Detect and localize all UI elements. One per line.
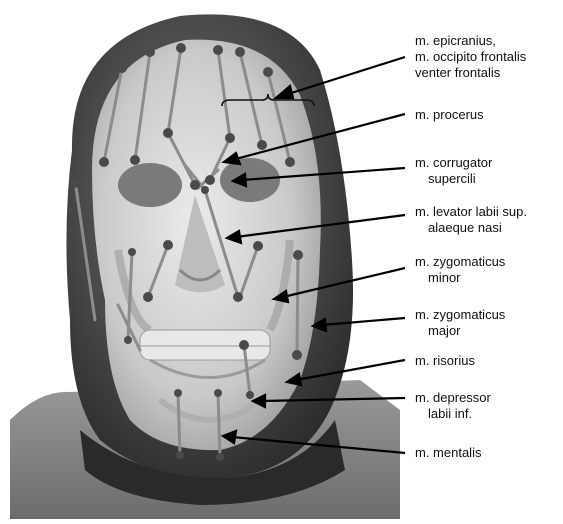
label-risorius: m. risorius xyxy=(415,353,475,369)
label-zyg-major: m. zygomaticus major xyxy=(415,307,505,339)
label-levator-line-2: alaeque nasi xyxy=(415,220,527,236)
label-depressor-line-1: m. depressor xyxy=(415,390,491,406)
label-mentalis-line-1: m. mentalis xyxy=(415,445,481,461)
label-zyg-minor-line-1: m. zygomaticus xyxy=(415,254,505,270)
label-zyg-minor: m. zygomaticus minor xyxy=(415,254,505,286)
label-corrugator: m. corrugator supercili xyxy=(415,155,492,187)
label-levator-line-1: m. levator labii sup. xyxy=(415,204,527,220)
label-corrugator-line-2: supercili xyxy=(415,171,492,187)
label-epicranius-line-3: venter frontalis xyxy=(415,65,526,81)
label-corrugator-line-1: m. corrugator xyxy=(415,155,492,171)
label-zyg-major-line-2: major xyxy=(415,323,505,339)
label-epicranius-line-1: m. epicranius, xyxy=(415,33,526,49)
label-depressor-line-2: labii inf. xyxy=(415,406,491,422)
label-zyg-minor-line-2: minor xyxy=(415,270,505,286)
label-mentalis: m. mentalis xyxy=(415,445,481,461)
skull-overlay xyxy=(92,40,321,451)
label-risorius-line-1: m. risorius xyxy=(415,353,475,369)
label-zyg-major-line-1: m. zygomaticus xyxy=(415,307,505,323)
label-depressor: m. depressor labii inf. xyxy=(415,390,491,422)
label-procerus: m. procerus xyxy=(415,107,484,123)
label-epicranius-line-2: m. occipito frontalis xyxy=(415,49,526,65)
label-procerus-line-1: m. procerus xyxy=(415,107,484,123)
label-levator: m. levator labii sup. alaeque nasi xyxy=(415,204,527,236)
label-epicranius: m. epicranius, m. occipito frontalis ven… xyxy=(415,33,526,81)
